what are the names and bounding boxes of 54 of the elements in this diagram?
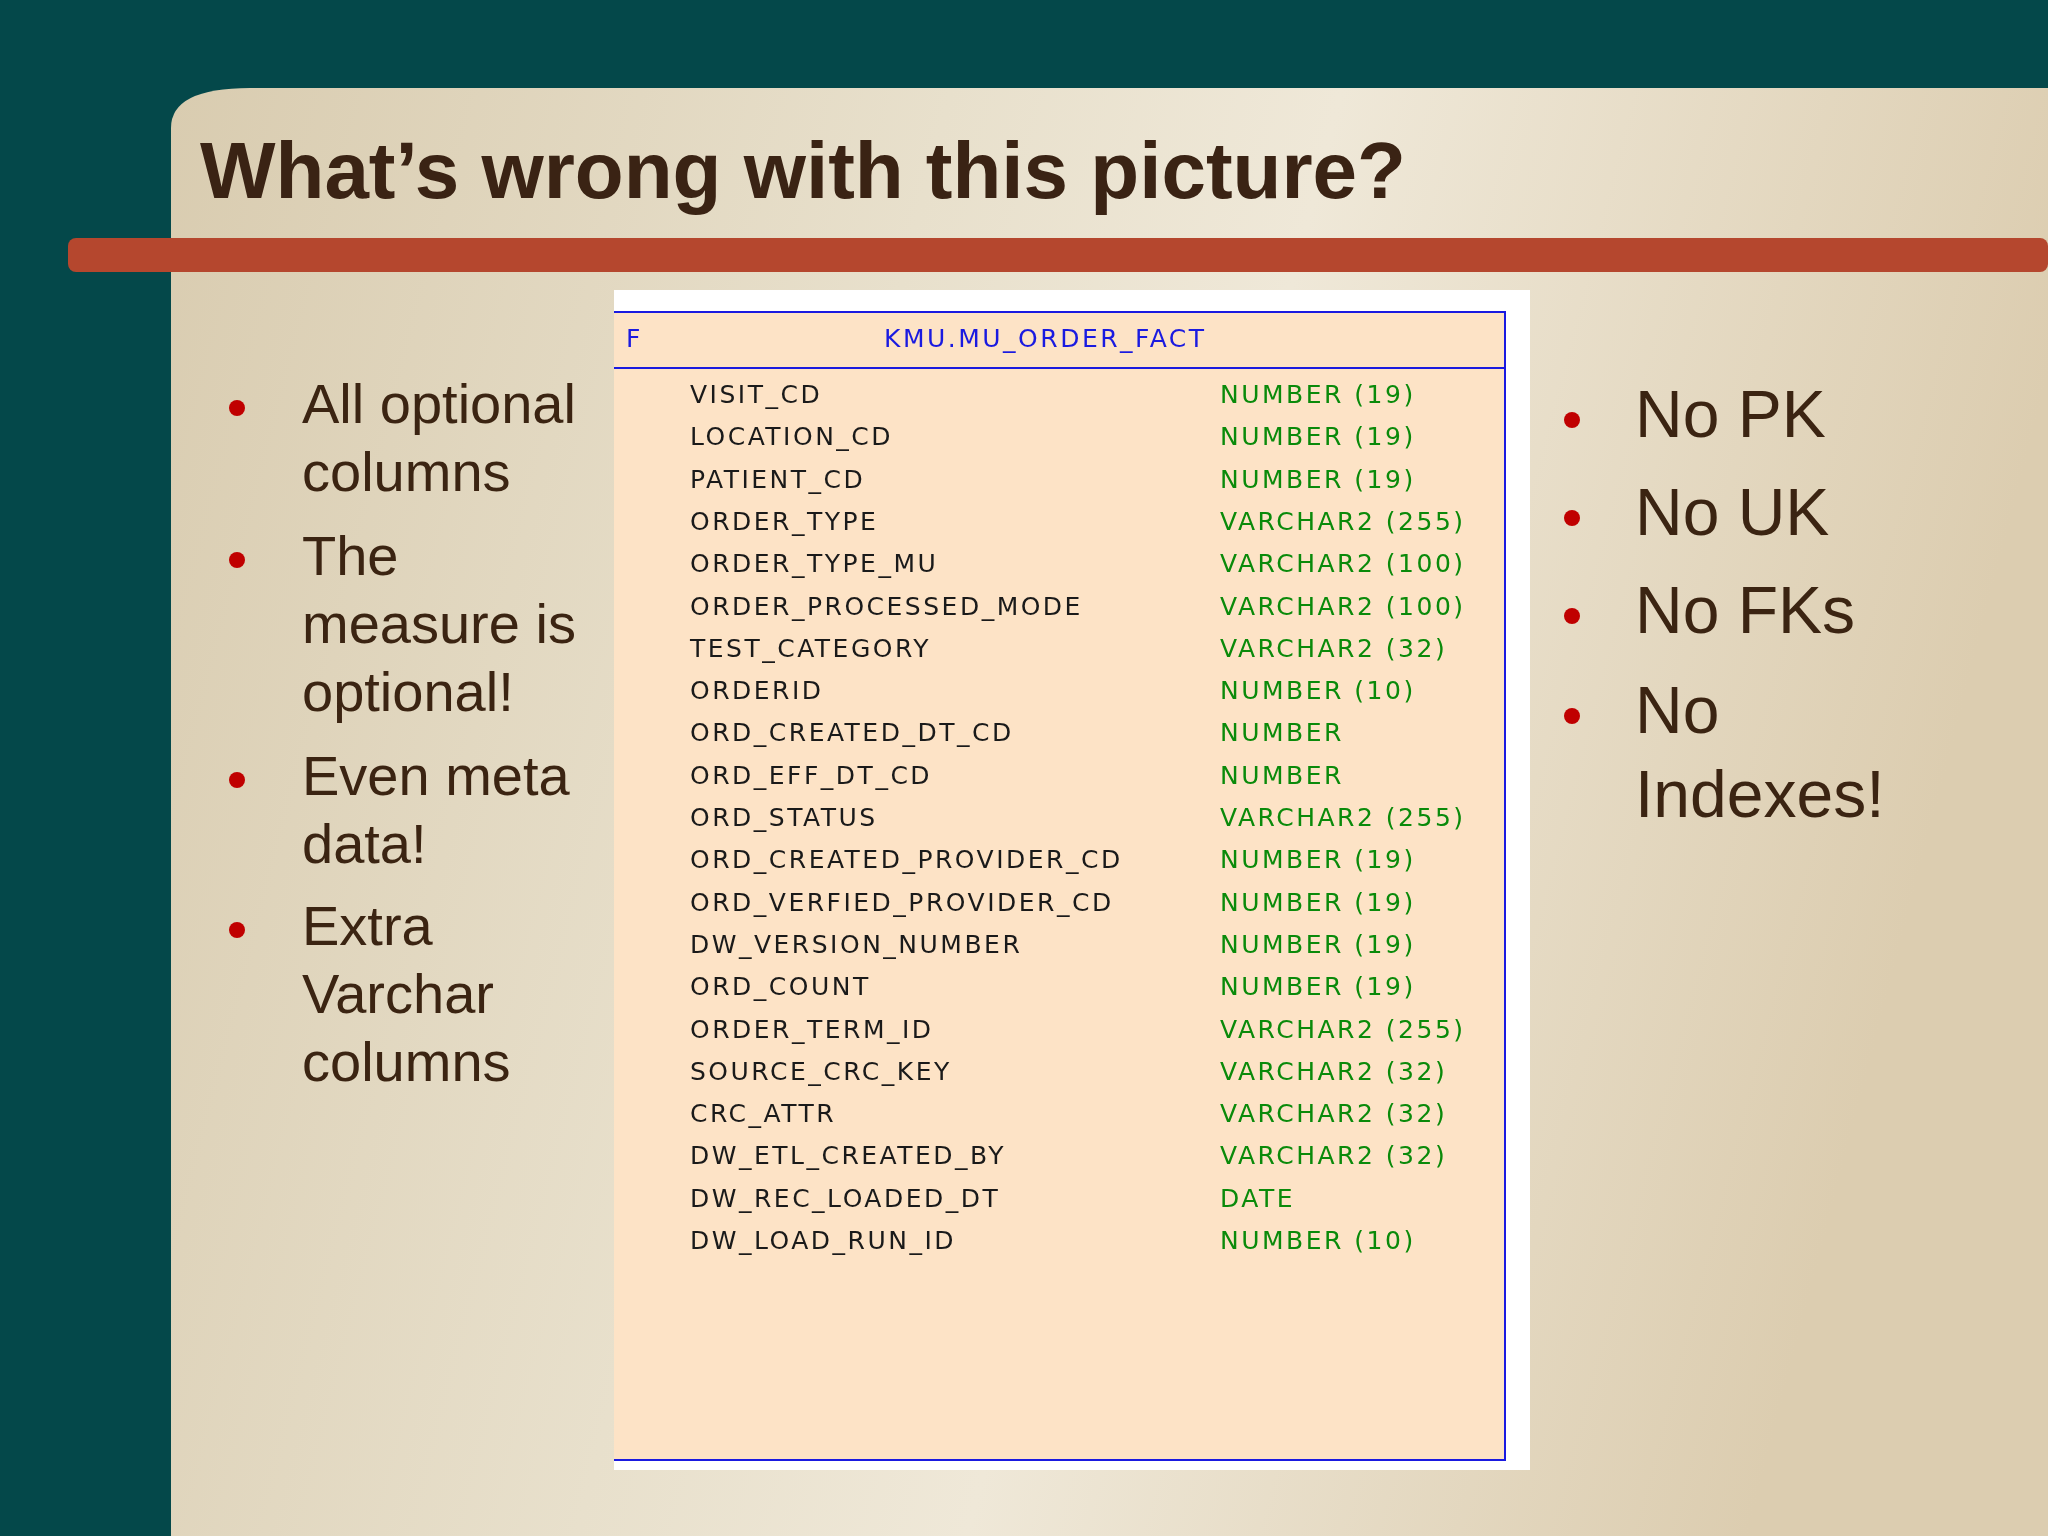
column-type: NUMBER [1220,759,1344,792]
bullet-text: Even meta data! [302,743,571,877]
column-type: VARCHAR2 (32) [1220,632,1448,665]
column-type: VARCHAR2 (100) [1220,548,1466,581]
column-name: ORDER_TYPE [690,505,879,538]
table-name: KMU.MU_ORDER_FACT [884,323,1207,355]
column-name: ORD_VERFIED_PROVIDER_CD [690,886,1114,919]
column-name: ORDER_TERM_ID [690,1013,934,1046]
column-name: ORD_CREATED_DT_CD [690,717,1014,750]
column-name: VISIT_CD [690,379,823,411]
column-type: NUMBER (19) [1220,971,1416,1004]
column-name: ORD_EFF_DT_CD [690,759,933,792]
column-name: ORDER_TYPE_MU [690,548,939,581]
column-type: VARCHAR2 (32) [1220,1055,1448,1088]
column-name: ORD_COUNT [690,971,871,1004]
column-name: TEST_CATEGORY [690,632,931,665]
column-type: NUMBER (19) [1220,421,1416,454]
column-type: NUMBER (10) [1220,675,1416,708]
column-type: VARCHAR2 (32) [1220,1098,1448,1131]
column-name: DW_REC_LOADED_DT [690,1182,1001,1215]
column-type: VARCHAR2 (32) [1220,1140,1448,1173]
column-type: VARCHAR2 (255) [1220,505,1466,538]
column-type: NUMBER (10) [1220,1225,1416,1257]
column-type: NUMBER (19) [1220,928,1416,961]
column-type: VARCHAR2 (100) [1220,590,1466,623]
bullet-text: The measure is optional! [302,523,577,725]
bullet-text: No FKs [1635,572,1857,649]
column-name: SOURCE_CRC_KEY [690,1055,952,1088]
column-type: VARCHAR2 (255) [1220,1013,1466,1046]
column-name: DW_VERSION_NUMBER [690,928,1023,961]
bullet-text: No Indexes! [1635,672,1886,833]
column-name: LOCATION_CD [690,421,894,454]
table-type-marker: F [626,323,643,355]
bullet-text: No UK [1635,474,1831,551]
column-name: ORD_CREATED_PROVIDER_CD [690,844,1123,877]
column-name: DW_ETL_CREATED_BY [690,1140,1007,1173]
column-type: VARCHAR2 (255) [1220,802,1466,834]
column-type: NUMBER (19) [1220,886,1416,919]
bullet-text: No PK [1635,376,1827,453]
column-name: PATIENT_CD [690,463,866,496]
entity-table [614,311,1506,1461]
column-type: NUMBER [1220,717,1344,750]
column-type: NUMBER (19) [1220,844,1416,877]
column-name: DW_LOAD_RUN_ID [690,1225,957,1257]
column-type: DATE [1220,1182,1296,1215]
column-type: NUMBER (19) [1220,379,1416,411]
bullet-text: Extra Varchar columns [302,893,512,1095]
bullet-text: All optional columns [302,371,577,505]
column-type: NUMBER (19) [1220,463,1416,496]
column-name: ORDER_PROCESSED_MODE [690,590,1083,623]
column-name: ORDERID [690,675,824,708]
column-name: ORD_STATUS [690,802,878,834]
title: What’s wrong with this picture? [200,125,1406,217]
column-name: CRC_ATTR [690,1098,837,1131]
